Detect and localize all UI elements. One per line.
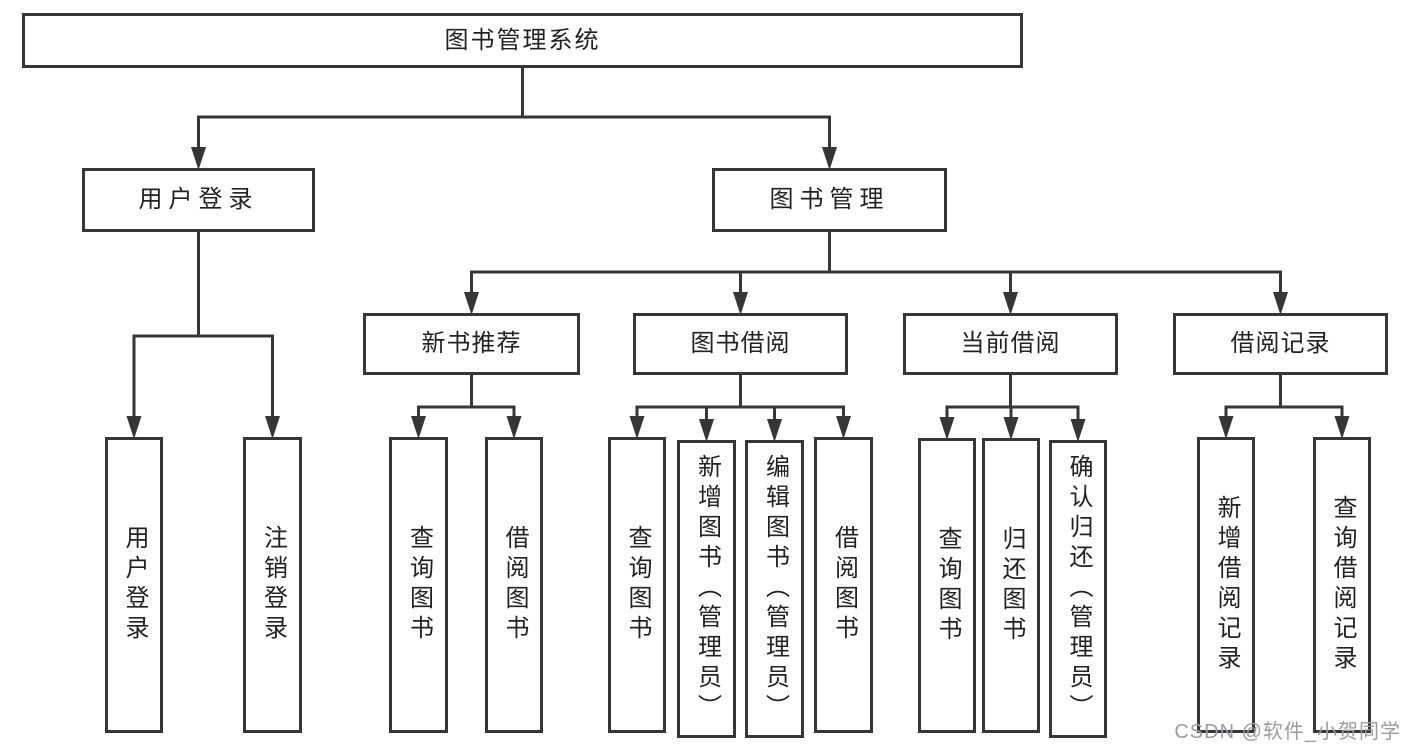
node-label-borrow-records: 借阅记录 — [1230, 330, 1331, 357]
node-label-borrow-edit-books-admin: 编辑图书（管理员） — [761, 454, 789, 724]
node-borrow-borrow-books: 借阅图书 — [814, 437, 873, 733]
node-current-borrow: 当前借阅 — [903, 313, 1118, 375]
node-label-rec-query-books: 查询图书 — [405, 525, 433, 645]
node-rec-borrow-books: 借阅图书 — [485, 437, 543, 733]
node-borrow-add-books-admin: 新增图书（管理员） — [677, 440, 736, 738]
node-new-book-rec: 新书推荐 — [363, 313, 580, 375]
node-label-book-borrow: 图书借阅 — [690, 330, 791, 357]
node-records-query-record: 查询借阅记录 — [1313, 437, 1371, 733]
node-label-system: 图书管理系统 — [444, 26, 601, 54]
node-label-login-logout: 注销登录 — [259, 525, 287, 645]
node-current-confirm-return-admin: 确认归还（管理员） — [1049, 440, 1107, 738]
node-current-query-books: 查询图书 — [918, 438, 976, 733]
node-borrow-query-books: 查询图书 — [608, 437, 666, 733]
node-label-records-query-record: 查询借阅记录 — [1329, 495, 1356, 675]
node-label-borrow-query-books: 查询图书 — [624, 525, 651, 645]
node-label-login-user-login: 用户登录 — [121, 525, 148, 645]
node-label-borrow-borrow-books: 借阅图书 — [830, 525, 858, 645]
node-label-current-borrow: 当前借阅 — [960, 330, 1061, 357]
node-login-user-login: 用户登录 — [105, 437, 163, 733]
node-borrow-records: 借阅记录 — [1173, 313, 1388, 375]
node-label-rec-borrow-books: 借阅图书 — [501, 525, 528, 645]
node-system: 图书管理系统 — [22, 13, 1023, 68]
node-rec-query-books: 查询图书 — [389, 437, 448, 733]
node-label-book-mgmt: 图书管理 — [769, 186, 890, 213]
node-label-current-return-books: 归还图书 — [998, 525, 1025, 646]
node-current-return-books: 归还图书 — [982, 438, 1040, 733]
node-label-borrow-add-books-admin: 新增图书（管理员） — [693, 454, 721, 724]
watermark: CSDN @软件_小贺同学 — [1174, 721, 1401, 743]
node-label-user-login: 用户登录 — [138, 186, 259, 213]
node-book-mgmt: 图书管理 — [712, 168, 947, 232]
node-login-logout: 注销登录 — [243, 437, 302, 733]
node-book-borrow: 图书借阅 — [633, 313, 848, 375]
node-label-current-query-books: 查询图书 — [934, 525, 961, 646]
node-label-new-book-rec: 新书推荐 — [421, 330, 522, 357]
node-user-login: 用户登录 — [82, 168, 315, 232]
node-label-current-confirm-return-admin: 确认归还（管理员） — [1065, 454, 1092, 724]
node-records-add-record: 新增借阅记录 — [1197, 437, 1255, 733]
node-label-records-add-record: 新增借阅记录 — [1213, 495, 1240, 675]
node-borrow-edit-books-admin: 编辑图书（管理员） — [745, 440, 804, 738]
